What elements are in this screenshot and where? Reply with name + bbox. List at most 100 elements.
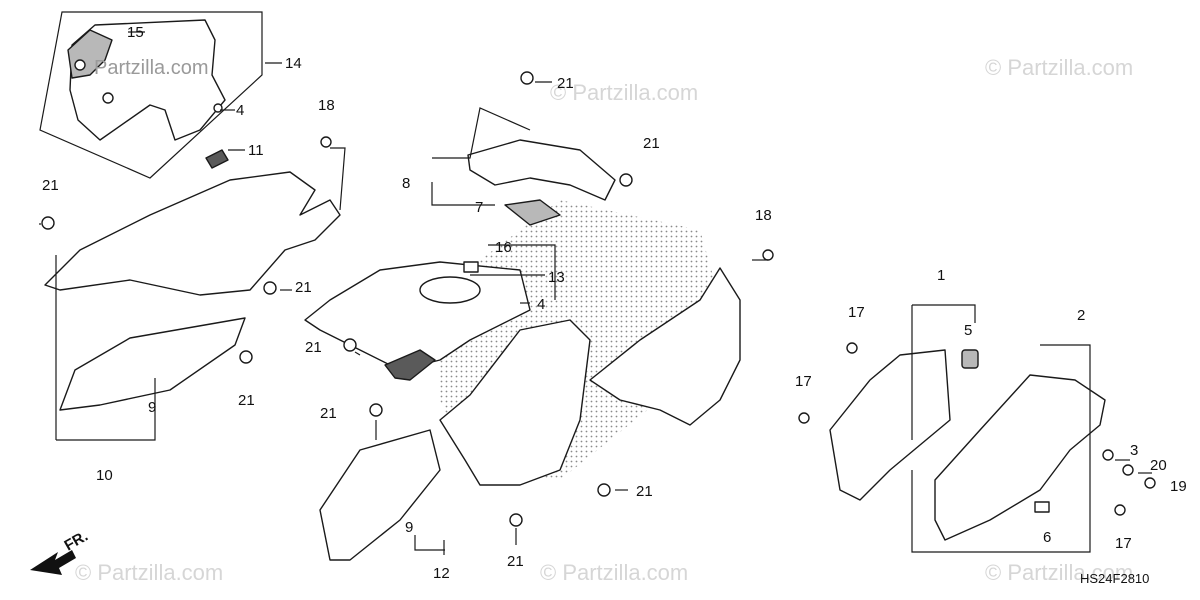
clip-21	[619, 173, 633, 187]
side-cover-left	[44, 171, 341, 411]
clip-21	[597, 483, 611, 497]
clip-21	[343, 338, 357, 352]
leader	[56, 378, 156, 441]
filler-opening	[419, 276, 481, 304]
leader	[354, 351, 361, 356]
leader	[432, 107, 531, 159]
leader-lines	[39, 31, 1152, 555]
clip-21	[369, 403, 383, 417]
side-cover-right-part	[589, 267, 741, 426]
callout-21: 21	[320, 405, 337, 422]
center-cover	[319, 319, 591, 561]
panel-1	[829, 349, 951, 501]
diagram-code: HS24F2810	[1080, 571, 1149, 586]
callout-14: 14	[285, 55, 302, 72]
panel-part-2	[934, 374, 1156, 541]
callout-21: 21	[238, 392, 255, 409]
tank-cover-bracket	[384, 349, 436, 381]
inset-outline	[39, 11, 263, 179]
callout-17: 17	[795, 373, 812, 390]
callout-16: 16	[495, 239, 512, 256]
partzilla-logo: Partzilla.com	[94, 57, 208, 79]
fasteners	[41, 71, 1126, 527]
callout-9: 9	[405, 519, 413, 536]
callout-12: 12	[433, 565, 450, 582]
right-cover	[589, 267, 741, 426]
grommet-hole	[74, 59, 86, 71]
seal-part-7	[504, 199, 561, 226]
callout-6: 6	[1043, 529, 1051, 546]
group-line-1	[912, 304, 976, 323]
tag-part-6	[1034, 501, 1050, 513]
clip-21	[41, 216, 55, 230]
bolt-17	[846, 342, 858, 354]
clip-part	[102, 92, 114, 104]
callout-5: 5	[964, 322, 972, 339]
callout-2: 2	[1077, 307, 1085, 324]
callout-21: 21	[42, 177, 59, 194]
callout-4: 4	[537, 296, 545, 313]
leader	[431, 182, 495, 206]
clip-21	[520, 71, 534, 85]
callout-7: 7	[475, 199, 483, 216]
callout-21: 21	[636, 483, 653, 500]
clip-21	[509, 513, 523, 527]
callout-13: 13	[548, 269, 565, 286]
callout-1: 1	[937, 267, 945, 284]
callout-21: 21	[643, 135, 660, 152]
washer-part	[213, 103, 223, 113]
front-arrow-icon	[30, 550, 76, 575]
inset-box-14: Partzilla.com	[39, 11, 263, 179]
leader	[488, 244, 556, 300]
watermarks: © Partzilla.com © Partzilla.com © Partzi…	[75, 55, 1133, 585]
callout-8: 8	[402, 175, 410, 192]
leader	[414, 535, 445, 551]
leader	[330, 147, 346, 211]
panel-part-1	[829, 349, 979, 501]
callout-21: 21	[295, 279, 312, 296]
callout-10: 10	[96, 467, 113, 484]
watermark: © Partzilla.com	[985, 560, 1133, 585]
bolt-17	[1114, 504, 1126, 516]
callout-19: 19	[1170, 478, 1187, 495]
callout-18: 18	[755, 207, 772, 224]
clip-21	[239, 350, 253, 364]
watermark: © Partzilla.com	[540, 560, 688, 585]
center-cover-part-12	[439, 319, 591, 486]
nut-part-3	[1102, 449, 1114, 461]
bolt-17	[798, 412, 810, 424]
callout-9: 9	[148, 399, 156, 416]
bolt-part-19	[1144, 477, 1156, 489]
side-cover-part	[44, 171, 341, 296]
callout-15: 15	[127, 24, 144, 41]
clip-21	[263, 281, 277, 295]
callout-17: 17	[1115, 535, 1132, 552]
bolt-18	[320, 136, 332, 148]
trim-strip-part-9b	[319, 429, 441, 561]
grommet-part-11	[205, 149, 229, 169]
pad-part-16	[463, 261, 479, 273]
callout-3: 3	[1130, 442, 1138, 459]
callouts: 15 14 4 11 18 21 21 21 21 9 10 21 8 7 21…	[42, 24, 1187, 582]
panel-2	[934, 374, 1106, 541]
callout-11: 11	[248, 142, 264, 159]
group-box-2	[911, 344, 1091, 553]
callout-17: 17	[848, 304, 865, 321]
bracket-part-8	[467, 139, 616, 201]
callout-21: 21	[507, 553, 524, 570]
washer-part-20	[1122, 464, 1134, 476]
callout-18: 18	[318, 97, 335, 114]
front-label: FR.	[62, 528, 91, 555]
cap-part-5	[961, 349, 979, 369]
callout-4: 4	[236, 102, 244, 119]
trim-strip-part-9	[59, 317, 246, 411]
callout-20: 20	[1150, 457, 1167, 474]
callout-21: 21	[305, 339, 322, 356]
bolt-18	[762, 249, 774, 261]
watermark: © Partzilla.com	[550, 80, 698, 105]
watermark: © Partzilla.com	[985, 55, 1133, 80]
upper-bracket	[467, 139, 616, 226]
callout-21: 21	[557, 75, 574, 92]
watermark: © Partzilla.com	[75, 560, 223, 585]
